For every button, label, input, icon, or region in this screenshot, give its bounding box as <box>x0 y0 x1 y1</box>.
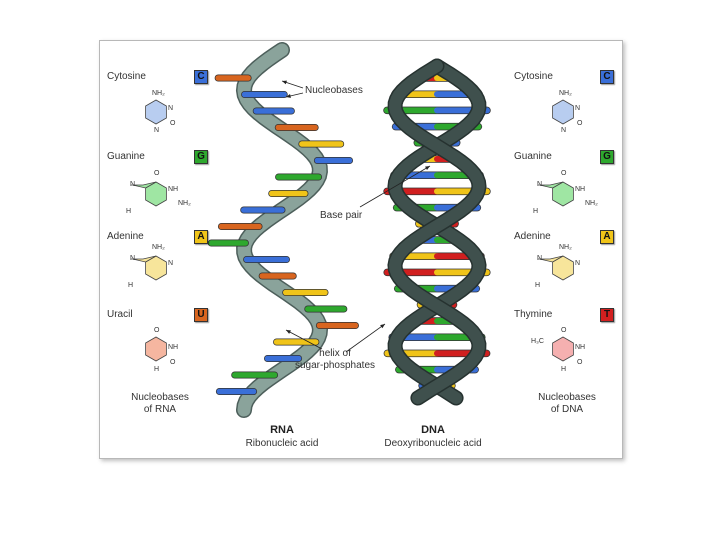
left-uracil-o-label: O <box>154 327 160 334</box>
right-base-name-4: Thymine <box>514 309 553 320</box>
right-base-name-3: Adenine <box>514 231 551 242</box>
right-cytosine-n2-label: N <box>561 127 566 134</box>
right-guanine-n-label: N <box>537 181 542 188</box>
nucleobases-arrow-1-head <box>282 80 287 85</box>
left-badge-a: A <box>194 230 208 244</box>
left-guanine-nh-label: NH <box>168 186 178 193</box>
right-thymine-h-label: H <box>561 366 566 373</box>
right-thymine-o-label: O <box>561 327 567 334</box>
right-thymine-ring-icon <box>552 336 574 362</box>
nucleobases-arrow-2-head <box>286 94 291 98</box>
right-adenine-pentagon-icon <box>537 255 564 263</box>
left-caption-line1: Nucleobases <box>131 392 189 403</box>
left-cytosine-o-label: O <box>170 120 176 127</box>
left-adenine-nh2-label: NH₂ <box>152 244 165 251</box>
left-adenine-n-label: N <box>168 260 173 267</box>
left-base-name-4: Uracil <box>107 309 133 320</box>
base-pair-arrow-head <box>425 166 430 171</box>
right-guanine-pentagon-icon <box>537 181 564 189</box>
left-uracil-h-label: H <box>154 366 159 373</box>
right-badge-a: A <box>600 230 614 244</box>
right-base-name-2: Guanine <box>514 151 552 162</box>
rna-title: RNA <box>270 424 294 436</box>
right-thymine-ch3-label: H₃C <box>531 338 544 345</box>
base-pair-annotation: Base pair <box>320 210 363 221</box>
right-badge-c: C <box>600 70 614 84</box>
diagram-frame <box>99 40 623 459</box>
left-adenine-h-label: H <box>128 282 133 289</box>
right-caption-line2: of DNA <box>550 404 584 415</box>
left-guanine-pentagon-icon <box>130 181 157 189</box>
dna-subtitle: Deoxyribonucleic acid <box>384 438 482 449</box>
right-adenine-n-label: N <box>575 260 580 267</box>
left-uracil-ring-icon <box>145 336 167 362</box>
right-guanine-o-label: O <box>561 170 567 177</box>
right-thymine-nh-label: NH <box>575 344 585 351</box>
left-adenine-n2-label: N <box>130 255 135 262</box>
helix-arrow-rna <box>285 329 323 350</box>
left-base-name-1: Cytosine <box>107 71 146 82</box>
right-cytosine-o-label: O <box>577 120 583 127</box>
left-uracil-o2-label: O <box>170 359 176 366</box>
right-adenine-nh2-label: NH₂ <box>559 244 572 251</box>
left-cytosine-ring-icon <box>145 99 167 125</box>
right-adenine-h-label: H <box>535 282 540 289</box>
helix-arrow-rna-head <box>286 330 291 334</box>
helix-arrow-dna <box>345 323 386 353</box>
left-guanine-n-label: N <box>130 181 135 188</box>
right-adenine-n2-label: N <box>537 255 542 262</box>
left-uracil-nh-label: NH <box>168 344 178 351</box>
nucleobases-annotation: Nucleobases <box>305 85 363 96</box>
right-caption-line1: Nucleobases <box>538 392 596 403</box>
left-guanine-o-label: O <box>154 170 160 177</box>
right-thymine-o2-label: O <box>577 359 583 366</box>
dna-title: DNA <box>421 424 445 436</box>
right-cytosine-ring-icon <box>552 99 574 125</box>
helix-arrow-dna-head <box>380 324 385 329</box>
rna-subtitle: Ribonucleic acid <box>245 438 319 449</box>
left-base-name-2: Guanine <box>107 151 145 162</box>
right-cytosine-n-label: N <box>575 105 580 112</box>
helix-annotation-line2: sugar-phosphates <box>294 360 376 371</box>
right-guanine-h-label: H <box>533 208 538 215</box>
left-cytosine-nh2-label: NH₂ <box>152 90 165 97</box>
left-cytosine-n-label: N <box>168 105 173 112</box>
base-pair-arrow <box>359 165 431 208</box>
right-guanine-nh2-label: NH₂ <box>585 200 598 207</box>
left-badge-c: C <box>194 70 208 84</box>
left-badge-u: U <box>194 308 208 322</box>
left-guanine-h-label: H <box>126 208 131 215</box>
left-caption-line2: of RNA <box>143 404 177 415</box>
right-badge-g: G <box>600 150 614 164</box>
left-cytosine-n2-label: N <box>154 127 159 134</box>
dna-strand-2 <box>388 60 486 404</box>
left-badge-g: G <box>194 150 208 164</box>
left-guanine-nh2-label: NH₂ <box>178 200 191 207</box>
helix-annotation-line1: helix of <box>319 348 351 359</box>
right-cytosine-nh2-label: NH₂ <box>559 90 572 97</box>
right-guanine-nh-label: NH <box>575 186 585 193</box>
dna-strand-1 <box>388 60 486 404</box>
left-adenine-pentagon-icon <box>130 255 157 263</box>
right-base-name-1: Cytosine <box>514 71 553 82</box>
right-badge-t: T <box>600 308 614 322</box>
left-base-name-3: Adenine <box>107 231 144 242</box>
